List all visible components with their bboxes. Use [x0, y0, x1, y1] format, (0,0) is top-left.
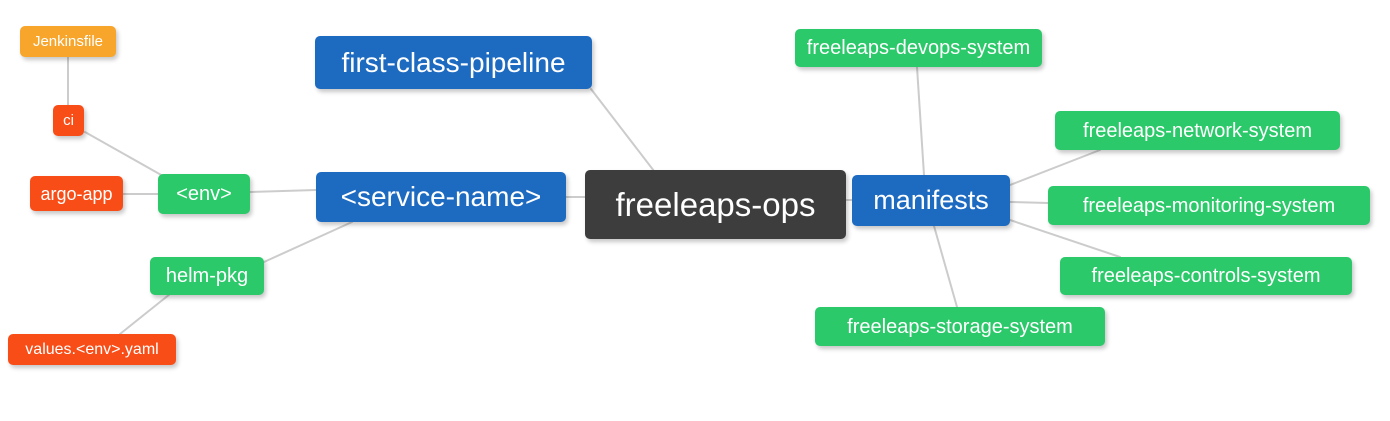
edge-first-class-pipeline-to-freeleaps-ops [590, 88, 655, 172]
node-values-env-yaml[interactable]: values.<env>.yaml [8, 334, 176, 365]
edge-manifests-to-freeleaps-storage-system [933, 225, 958, 308]
edge-manifests-to-freeleaps-devops-system [916, 66, 925, 176]
node-freeleaps-monitoring-system[interactable]: freeleaps-monitoring-system [1048, 186, 1370, 225]
node-env[interactable]: <env> [158, 174, 250, 214]
node-helm-pkg[interactable]: helm-pkg [150, 257, 264, 295]
edge-manifests-to-freeleaps-controls-system [1009, 219, 1121, 258]
node-manifests[interactable]: manifests [852, 175, 1010, 226]
edge-env-to-service-name [249, 189, 317, 193]
node-service-name[interactable]: <service-name> [316, 172, 566, 222]
node-argo-app[interactable]: argo-app [30, 176, 123, 211]
edge-manifests-to-freeleaps-network-system [1009, 149, 1101, 186]
edge-helm-pkg-to-service-name [263, 221, 353, 263]
node-first-class-pipeline[interactable]: first-class-pipeline [315, 36, 592, 89]
node-jenkinsfile[interactable]: Jenkinsfile [20, 26, 116, 57]
edge-manifests-to-freeleaps-monitoring-system [1009, 201, 1049, 204]
edge-values-env-yaml-to-helm-pkg [119, 293, 171, 335]
node-ci[interactable]: ci [53, 105, 84, 136]
node-freeleaps-storage-system[interactable]: freeleaps-storage-system [815, 307, 1105, 346]
node-freeleaps-devops-system[interactable]: freeleaps-devops-system [795, 29, 1042, 67]
node-freeleaps-controls-system[interactable]: freeleaps-controls-system [1060, 257, 1352, 295]
node-freeleaps-ops[interactable]: freeleaps-ops [585, 170, 846, 239]
node-freeleaps-network-system[interactable]: freeleaps-network-system [1055, 111, 1340, 150]
edge-ci-to-env [84, 131, 164, 177]
